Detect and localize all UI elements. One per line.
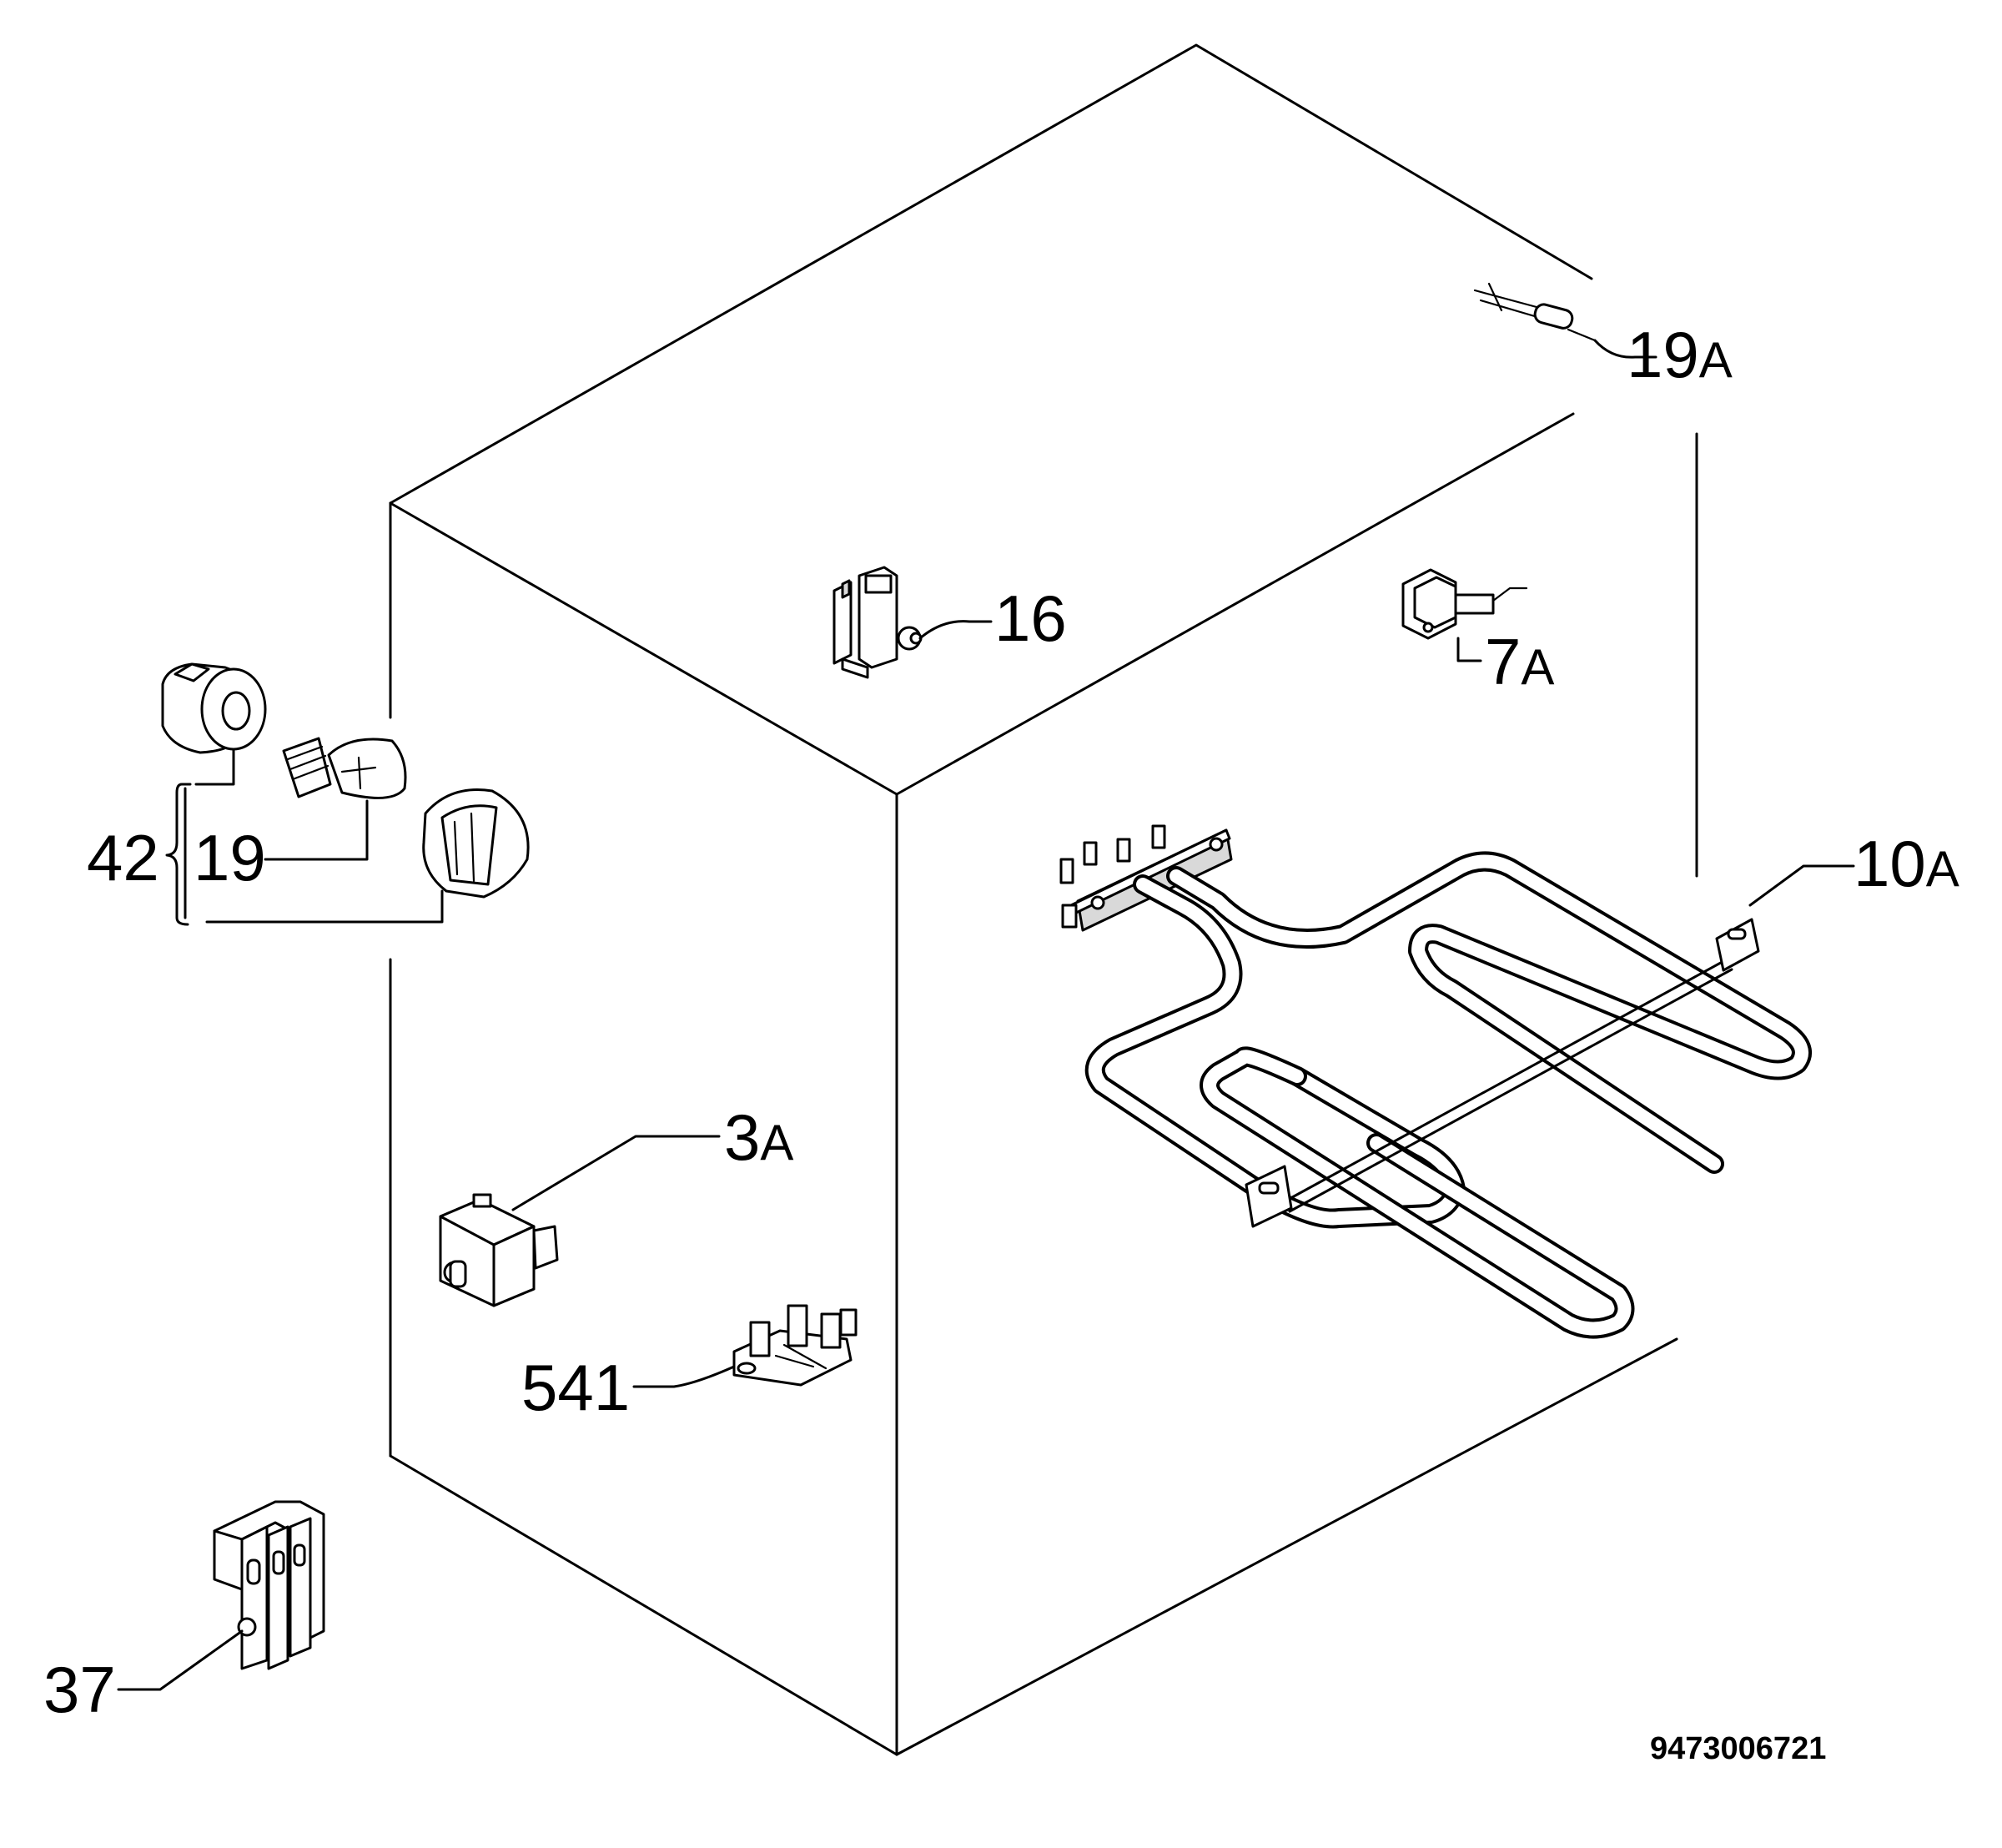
part-541-terminal-block: [632, 1304, 858, 1388]
part-3a-push-switch: [439, 1135, 721, 1307]
oven-cavity-box: [389, 43, 1698, 1756]
callout-10a: 10A: [1854, 827, 1959, 900]
part-7a-microswitch: [1401, 568, 1528, 662]
leader-16: [918, 620, 993, 640]
callout-19a: 19A: [1627, 318, 1733, 391]
callout-42: 42: [87, 821, 159, 894]
box-bottom-left-edge: [389, 1454, 898, 1756]
part-42-lamp-holder: [161, 662, 267, 786]
leader-37: [117, 1629, 244, 1691]
leader-7a: [1456, 637, 1482, 662]
part-37-bracket: [117, 1500, 325, 1691]
part-19a-sensor: [1473, 282, 1657, 359]
leader-19a: [1593, 339, 1657, 359]
callout-7a: 7A: [1485, 625, 1554, 698]
leader-3a: [511, 1135, 721, 1211]
leader-19-bulb: [264, 799, 369, 861]
part-19-lamp-bulb: [264, 737, 407, 861]
brace-42: [165, 783, 192, 926]
leader-10a: [1748, 864, 1855, 907]
box-bottom-right-edge: [895, 1337, 1678, 1756]
leader-541: [632, 1365, 736, 1388]
callout-37: 37: [43, 1653, 116, 1726]
leader-42-cover: [205, 889, 444, 924]
leader-42-holder: [194, 748, 235, 786]
part-16-switch: [832, 566, 993, 679]
callout-16: 16: [994, 582, 1067, 655]
part-42-lamp-cover: [205, 788, 530, 924]
callout-19: 19: [194, 821, 266, 894]
callout-3a: 3A: [724, 1100, 793, 1174]
box-top-front-edges: [389, 412, 1575, 796]
box-top-back-edges: [389, 43, 1593, 505]
document-number: 9473006721: [1650, 1731, 1826, 1766]
callout-541: 541: [521, 1351, 630, 1424]
part-10a-heating-element: [1059, 824, 1855, 1339]
